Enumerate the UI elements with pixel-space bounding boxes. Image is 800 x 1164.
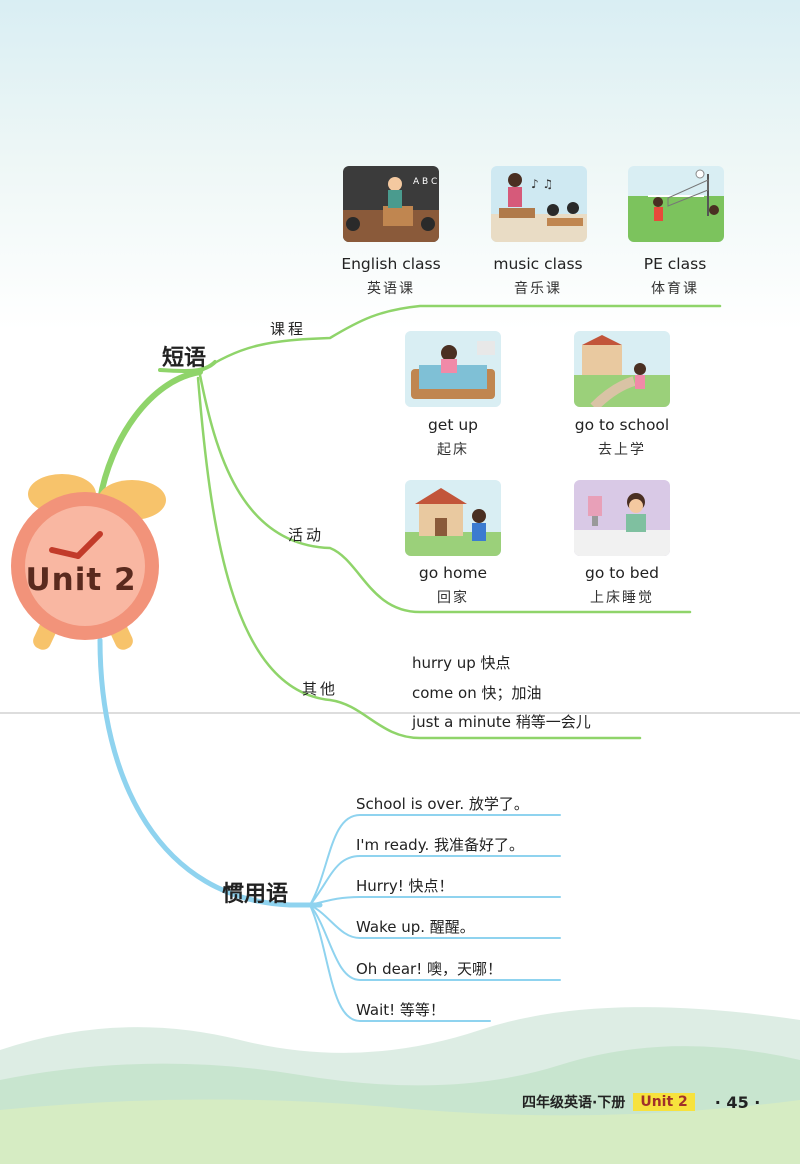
page-fold-line [0, 712, 800, 714]
sub-label-others: 其他 [302, 680, 339, 698]
other-phrase: come on 快；加油 [412, 684, 542, 702]
classroom-illustration: A B C [343, 166, 439, 242]
sub-label-activities: 活动 [288, 526, 325, 544]
page-number: · 45 · [714, 1092, 761, 1112]
caption-go-to-bed-zh: 上床睡觉 [590, 590, 654, 606]
other-phrase: hurry up 快点 [412, 654, 511, 672]
other-phrase: just a minute 稍等一会儿 [412, 713, 591, 731]
house-illustration [405, 480, 501, 556]
caption-go-to-bed: go to bed [585, 564, 659, 582]
caption-pe-class-zh: 体育课 [651, 281, 699, 297]
caption-english-class-zh: 英语课 [367, 281, 415, 297]
page-footer: 四年级英语·下册 Unit 2 · 45 · [522, 1092, 760, 1112]
expression-item: Wake up. 醒醒。 [356, 918, 475, 936]
caption-go-home-zh: 回家 [437, 590, 469, 606]
caption-music-class: music class [493, 255, 583, 273]
caption-get-up: get up [427, 416, 479, 434]
svg-text:A B C: A B C [413, 177, 437, 187]
unit-title: Unit 2 [25, 562, 137, 598]
alarm-clock-icon [11, 474, 166, 650]
waking-up-illustration [405, 331, 501, 407]
sports-field-illustration [628, 166, 724, 242]
svg-text:♪ ♫: ♪ ♫ [531, 177, 553, 191]
expression-item: Oh dear! 噢，天哪！ [356, 960, 502, 978]
caption-get-up-zh: 起床 [437, 442, 469, 458]
book-title: 四年级英语·下册 [522, 1095, 626, 1111]
school-building-illustration [574, 331, 670, 407]
expression-item: Hurry! 快点！ [356, 877, 454, 895]
caption-music-class-zh: 音乐课 [514, 281, 562, 297]
hills-background [0, 1007, 800, 1164]
music-lesson-illustration: ♪ ♫ [491, 166, 587, 242]
branch-label-expressions: 惯用语 [222, 882, 289, 907]
expression-item: Wait! 等等！ [356, 1001, 445, 1019]
expression-item: School is over. 放学了。 [356, 795, 529, 813]
bed-illustration [574, 480, 670, 556]
caption-go-to-school-zh: 去上学 [598, 442, 646, 458]
caption-go-to-school: go to school [574, 416, 670, 434]
caption-go-home: go home [418, 564, 488, 582]
expression-item: I'm ready. 我准备好了。 [356, 836, 524, 854]
branch-label-phrases: 短语 [162, 346, 207, 371]
unit-badge: Unit 2 [633, 1093, 695, 1111]
caption-pe-class: PE class [643, 255, 707, 273]
sub-label-classes: 课程 [270, 320, 307, 338]
caption-english-class: English class [341, 255, 441, 273]
